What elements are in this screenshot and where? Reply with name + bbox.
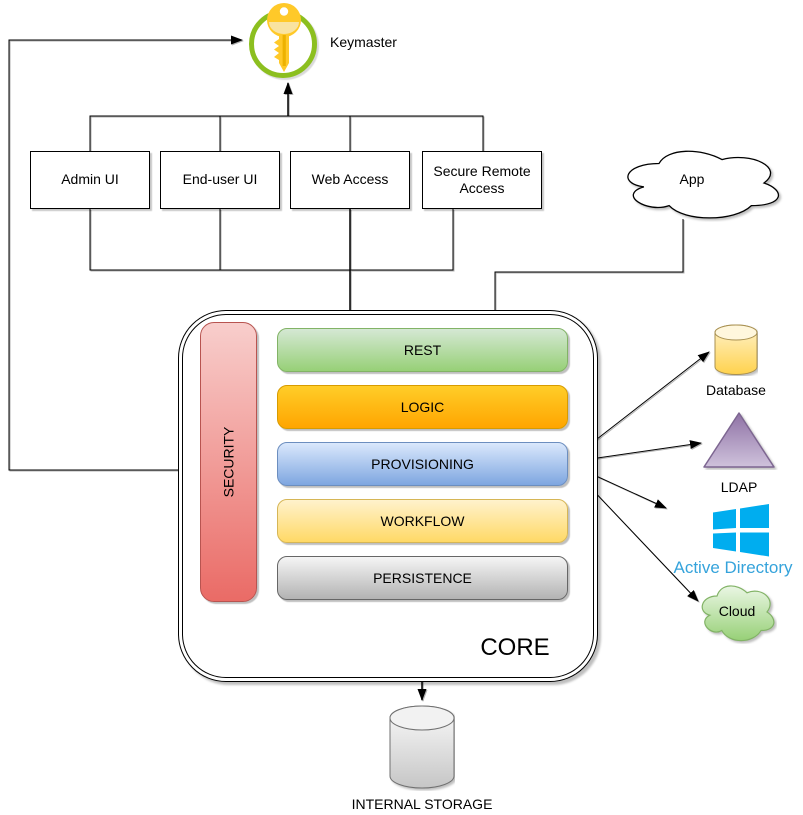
ldap-triangle-icon — [703, 412, 775, 468]
node-end-user-ui: End-user UI — [160, 151, 280, 209]
node-secure-remote-access: Secure Remote Access — [422, 151, 542, 209]
cloud-icon — [701, 585, 775, 642]
node-end-user-ui-label: End-user UI — [182, 171, 258, 188]
node-persistence: PERSISTENCE — [277, 556, 568, 600]
internal-storage-cylinder-icon — [389, 705, 455, 789]
node-logic-label: LOGIC — [400, 399, 445, 415]
node-secure-remote-access-label: Secure Remote Access — [433, 162, 531, 197]
app-label: App — [679, 171, 705, 187]
windows-logo-icon — [713, 504, 769, 557]
cloud-label: Cloud — [718, 603, 756, 619]
core-label: CORE — [480, 634, 550, 661]
node-security: SECURITY — [200, 322, 257, 602]
node-persistence-label: PERSISTENCE — [373, 570, 472, 586]
key-icon — [267, 3, 301, 72]
node-admin-ui: Admin UI — [30, 151, 150, 209]
database-label: Database — [706, 382, 766, 398]
ldap-label: LDAP — [720, 479, 758, 495]
node-workflow-label: WORKFLOW — [380, 513, 465, 529]
node-security-label: SECURITY — [220, 426, 237, 498]
keymaster-label: Keymaster — [330, 34, 397, 50]
node-workflow: WORKFLOW — [277, 499, 568, 543]
node-rest: REST — [277, 328, 568, 372]
app-cloud-icon — [627, 150, 780, 219]
node-admin-ui-label: Admin UI — [61, 171, 119, 188]
node-provisioning: PROVISIONING — [277, 442, 568, 486]
node-logic: LOGIC — [277, 385, 568, 429]
internal-storage-label: INTERNAL STORAGE — [351, 796, 493, 812]
node-provisioning-label: PROVISIONING — [371, 456, 474, 472]
node-rest-label: REST — [403, 342, 442, 358]
node-web-access-label: Web Access — [311, 171, 389, 188]
active-directory-label: Active Directory — [673, 558, 793, 577]
database-cylinder-icon — [714, 324, 758, 375]
node-web-access: Web Access — [290, 151, 410, 209]
core-container-inner-border — [182, 314, 594, 678]
